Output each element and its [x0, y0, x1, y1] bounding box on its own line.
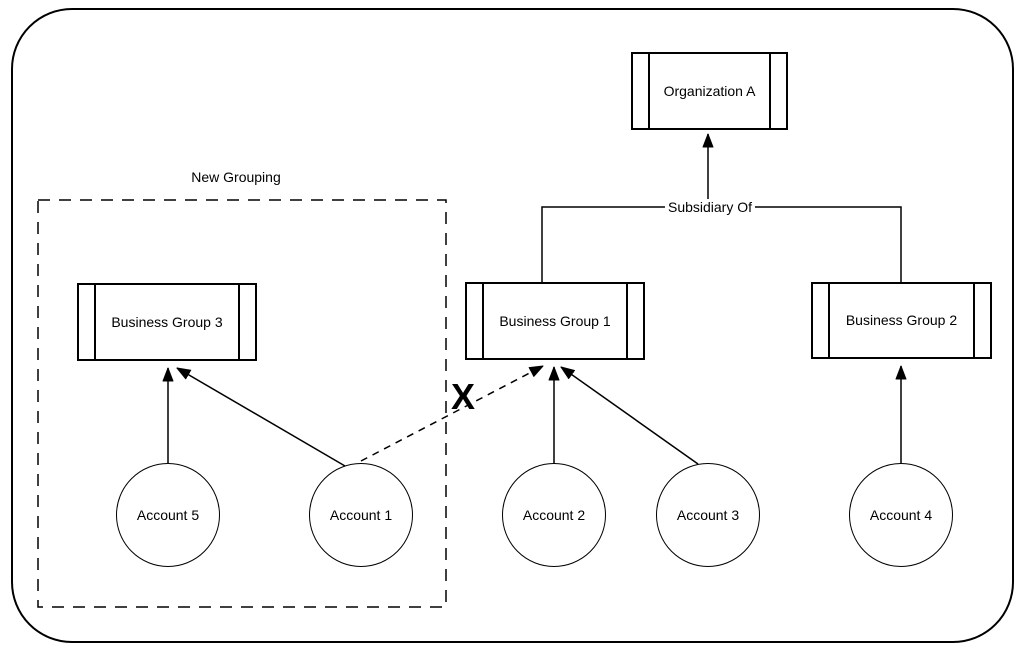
- node-account-1-label: Account 1: [329, 506, 393, 523]
- node-account-1: Account 1: [309, 463, 413, 567]
- node-account-4-label: Account 4: [869, 506, 933, 523]
- new-grouping-label: New Grouping: [191, 169, 281, 185]
- process-bar-right: [626, 283, 628, 359]
- node-account-2: Account 2: [502, 463, 606, 567]
- edge-businessgroups-bus: [541, 206, 902, 283]
- subsidiary-of-edge-label: Subsidiary Of: [664, 199, 756, 215]
- rejected-edge-x-mark: X: [450, 376, 476, 417]
- node-account-3: Account 3: [656, 463, 760, 567]
- process-bar-left: [828, 283, 830, 358]
- node-organization-a: Organization A: [631, 52, 788, 130]
- process-bar-left: [94, 284, 96, 360]
- node-organization-a-label: Organization A: [663, 82, 756, 99]
- node-account-5-label: Account 5: [136, 506, 200, 523]
- new-grouping-boundary: [37, 199, 447, 608]
- node-business-group-2: Business Group 2: [811, 282, 992, 359]
- process-bar-right: [769, 53, 771, 129]
- process-bar-right: [973, 283, 975, 358]
- node-account-4: Account 4: [849, 463, 953, 567]
- process-bar-left: [482, 283, 484, 359]
- node-account-3-label: Account 3: [676, 506, 740, 523]
- process-bar-left: [648, 53, 650, 129]
- node-business-group-2-label: Business Group 2: [845, 312, 958, 329]
- edge-account1-businessgroup1-dashed: [360, 365, 544, 462]
- node-account-2-label: Account 2: [522, 506, 586, 523]
- node-account-5: Account 5: [116, 463, 220, 567]
- process-bar-right: [238, 284, 240, 360]
- outer-frame: [11, 8, 1014, 643]
- edge-account3-businessgroup1: [560, 366, 699, 465]
- node-business-group-1-label: Business Group 1: [499, 312, 611, 329]
- edge-account1-businessgroup3: [176, 367, 346, 467]
- node-business-group-3-label: Business Group 3: [111, 313, 223, 330]
- node-business-group-1: Business Group 1: [465, 282, 645, 360]
- node-business-group-3: Business Group 3: [77, 283, 257, 361]
